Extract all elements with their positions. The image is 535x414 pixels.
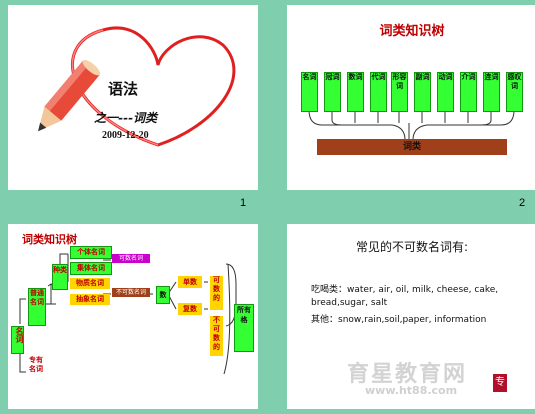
slide-1[interactable]: 语法 之一---词类 2009-12-20 bbox=[8, 5, 258, 190]
node-number: 数 bbox=[156, 286, 170, 304]
slide-number-1: 1 bbox=[240, 197, 247, 209]
watermark-url: www.ht88.com bbox=[365, 384, 458, 397]
slide-3[interactable]: 词类知识树 名词 普通名词 专有名词 种类 个体名词 集体名词 物质名词 抽象名… bbox=[8, 224, 258, 409]
trunk-label: 词类 bbox=[402, 142, 421, 152]
slide-title: 词类知识树 bbox=[22, 233, 77, 246]
word-class-item: 动词 bbox=[437, 72, 454, 112]
word-class-item: 感叹词 bbox=[506, 72, 523, 112]
heart-pencil-art bbox=[38, 26, 236, 147]
node-abstract-noun: 抽象名词 bbox=[70, 294, 110, 305]
word-class-item: 介词 bbox=[460, 72, 477, 112]
node-uncountable-noun: 不可数名词 bbox=[112, 288, 150, 297]
node-material-noun: 物质名词 bbox=[70, 278, 110, 289]
node-kind: 种类 bbox=[52, 264, 68, 290]
slide-date: 2009-12-20 bbox=[102, 130, 149, 141]
word-class-item: 形容词 bbox=[391, 72, 408, 112]
node-uncountable-form: 不可数的 bbox=[210, 316, 223, 356]
tree-trunk: 词类 bbox=[317, 139, 507, 155]
watermark-badge: 专 bbox=[493, 374, 507, 392]
node-individual-noun: 个体名词 bbox=[70, 246, 112, 259]
slide-ghost-number: ··· bbox=[287, 197, 295, 206]
node-common-noun: 普通名词 bbox=[28, 288, 46, 326]
slide-number-2: 2 bbox=[519, 197, 526, 209]
node-countable-form: 可数的 bbox=[210, 276, 223, 310]
node-plural: 复数 bbox=[178, 303, 202, 315]
word-class-item: 代词 bbox=[370, 72, 387, 112]
word-class-item: 冠词 bbox=[324, 72, 341, 112]
slide-subtitle: 之一---词类 bbox=[94, 111, 157, 125]
slide-4[interactable]: 常见的不可数名词有: 吃喝类：water, air, oil, milk, ch… bbox=[287, 224, 535, 409]
node-singular: 单数 bbox=[178, 276, 202, 288]
food-drink-line: 吃喝类：water, air, oil, milk, cheese, cake,… bbox=[311, 285, 499, 308]
watermark-text: 育星教育网 bbox=[347, 361, 468, 387]
word-class-item: 数词 bbox=[347, 72, 364, 112]
word-class-item: 连词 bbox=[483, 72, 500, 112]
slide-2[interactable]: 词类知识树 名词冠词数词代词形容词副词动词介词连词感叹词 词类 bbox=[287, 5, 535, 190]
others-line: 其他：snow,rain,soil,paper, information bbox=[311, 315, 487, 325]
slide-title: 词类知识树 bbox=[379, 24, 445, 39]
node-collective-noun: 集体名词 bbox=[70, 262, 112, 275]
node-noun: 名词 bbox=[11, 326, 24, 354]
slide-heading: 常见的不可数名词有: bbox=[355, 240, 469, 254]
node-possessive: 所有格 bbox=[234, 304, 254, 352]
node-countable-noun: 可数名词 bbox=[112, 254, 150, 263]
word-class-item: 副词 bbox=[414, 72, 431, 112]
tree-branches bbox=[308, 109, 515, 141]
slide-title: 语法 bbox=[108, 80, 139, 98]
noun-tree-lines bbox=[19, 253, 237, 375]
node-proper-noun: 专有名词 bbox=[29, 356, 43, 373]
word-class-item: 名词 bbox=[301, 72, 318, 112]
